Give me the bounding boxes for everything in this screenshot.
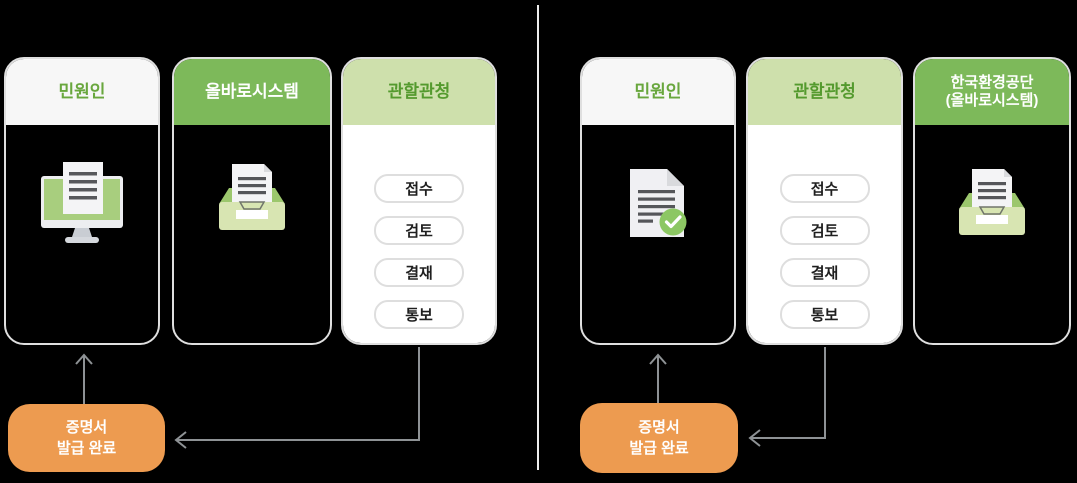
certificate-issued-box-right: 증명서 발급 완료: [580, 403, 738, 473]
card-header: 관할관청: [343, 59, 495, 125]
card-applicant-left: 민원인: [4, 57, 160, 345]
card-body: [915, 125, 1069, 343]
card-keco-allbaro: 한국환경공단 (올바로시스템): [913, 57, 1071, 345]
card-header: 민원인: [6, 59, 158, 125]
result-line2: 발급 완료: [629, 440, 689, 457]
result-line1: 증명서: [638, 419, 680, 436]
step-approval: 결재: [374, 258, 464, 287]
card-title-line2: (올바로시스템): [945, 92, 1039, 109]
certificate-issued-box-left: 증명서 발급 완료: [8, 404, 165, 472]
card-header: 관할관청: [748, 59, 901, 125]
card-header: 한국환경공단 (올바로시스템): [915, 59, 1069, 125]
step-review: 검토: [779, 216, 870, 245]
card-authority-left: 관할관청 접수 검토 결재 통보: [341, 57, 497, 345]
card-authority-right: 관할관청 접수 검토 결재 통보: [746, 57, 903, 345]
result-line1: 증명서: [65, 419, 108, 436]
document-check-icon: [629, 168, 687, 238]
card-header: 올바로시스템: [174, 59, 330, 125]
card-body: 접수 검토 결재 통보: [748, 125, 901, 343]
monitor-document-icon: [38, 162, 126, 244]
card-body: 접수 검토 결재 통보: [343, 125, 495, 343]
card-title: 올바로시스템: [205, 81, 299, 101]
step-review: 검토: [374, 216, 464, 245]
step-receipt: 접수: [779, 174, 870, 203]
card-applicant-right: 민원인: [580, 57, 736, 345]
card-title: 민원인: [634, 81, 682, 101]
inbox-document-icon: [214, 164, 290, 232]
step-notification: 통보: [779, 300, 870, 329]
card-header: 민원인: [582, 59, 734, 125]
card-title: 관할관청: [793, 81, 856, 101]
card-body: [174, 125, 330, 343]
card-title-line1: 한국환경공단: [950, 73, 1034, 91]
card-title: 민원인: [58, 81, 106, 101]
step-notification: 통보: [374, 300, 464, 329]
step-receipt: 접수: [374, 174, 464, 203]
result-line2: 발급 완료: [56, 440, 117, 457]
card-allbaro-system: 올바로시스템: [172, 57, 332, 345]
card-body: [6, 125, 158, 343]
inbox-document-icon: [954, 169, 1030, 237]
card-title: 관할관청: [387, 81, 451, 101]
step-approval: 결재: [779, 258, 870, 287]
divider-line: [537, 5, 539, 470]
card-body: [582, 125, 734, 343]
